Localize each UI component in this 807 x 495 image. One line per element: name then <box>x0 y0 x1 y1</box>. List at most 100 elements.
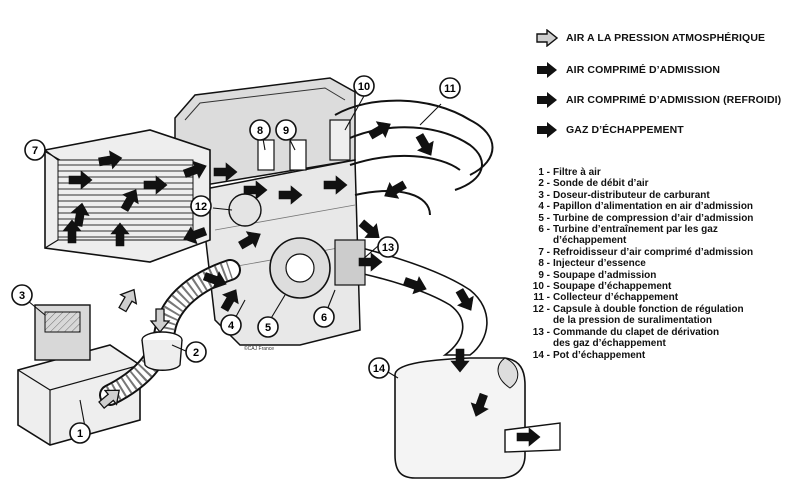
part-label: Injecteur d’essence <box>553 258 646 270</box>
solid-arrow-icon <box>98 150 123 170</box>
part-item: 14 -Pot d’échappement <box>528 350 803 361</box>
solid-arrow-icon <box>110 222 130 247</box>
callout-12: 12 <box>190 195 212 217</box>
solid-arrow-icon <box>358 252 383 272</box>
callout-6: 6 <box>313 306 335 328</box>
turbocharger <box>228 193 366 299</box>
part-number: 7 - <box>538 246 550 258</box>
part-label: Papillon d’alimentation en air d’admissi… <box>553 201 754 213</box>
part-item: 5 -Turbine de compression d’air d’admiss… <box>528 213 803 224</box>
legend-label: AIR COMPRIMÉ D’ADMISSION <box>566 64 721 76</box>
callout-number: 11 <box>444 83 456 95</box>
hollow-arrow-icon <box>536 29 558 47</box>
callout-number: 5 <box>265 322 271 334</box>
callout-number: 12 <box>195 201 207 213</box>
air-flow-meter <box>141 331 183 371</box>
solid-arrow-icon <box>455 288 474 311</box>
hollow-arrow-icon <box>149 308 171 334</box>
part-label: Collecteur d’échappement <box>553 292 679 304</box>
solid-arrow-icon <box>415 133 434 156</box>
hollow-arrow-icon <box>98 389 120 410</box>
solid-arrow-icon <box>516 427 541 447</box>
callout-14: 14 <box>368 357 390 379</box>
part-label: Turbine de compression d’air d’admission <box>553 212 754 224</box>
solid-arrow-icon <box>323 175 348 195</box>
part-label: Sonde de débit d’air <box>553 178 649 190</box>
credit: ©CAJ France <box>244 346 275 352</box>
solid-arrow-icon <box>278 185 303 205</box>
intake-hose <box>99 259 241 406</box>
part-item: 6 -Turbine d’entraînement par les gaz d’… <box>528 224 803 247</box>
callout-10: 10 <box>353 75 375 97</box>
callout-9: 9 <box>275 119 297 141</box>
exhaust-manifold <box>334 99 494 216</box>
solid-arrow-icon <box>238 231 261 250</box>
part-number: 9 - <box>538 269 550 281</box>
hollow-arrow-icon <box>118 288 138 313</box>
solid-arrow-icon <box>183 226 208 245</box>
callout-number: 2 <box>193 347 199 359</box>
solid-arrow-icon <box>70 202 90 227</box>
part-label: Capsule à double fonction de régulation … <box>553 303 744 327</box>
legend-label: AIR A LA PRESSION ATMOSPHÉRIQUE <box>566 32 766 44</box>
solid-arrow-icon <box>402 276 427 295</box>
callout-8: 8 <box>249 119 271 141</box>
part-number: 5 - <box>538 212 550 224</box>
solid-arrow-icon <box>537 92 557 108</box>
part-label: Doseur-distributeur de carburant <box>553 189 710 201</box>
solid-arrow-icon <box>537 122 557 138</box>
part-number: 6 - <box>538 224 550 236</box>
part-item: 1 -Filtre à air <box>528 167 803 178</box>
solid-arrow-icon <box>182 160 207 179</box>
solid-arrow-icon <box>62 219 82 244</box>
part-label: Turbine d’entraînement par les gaz d’éch… <box>553 224 718 247</box>
callout-number: 8 <box>257 125 263 137</box>
solid-arrow-icon <box>384 180 407 199</box>
part-number: 3 - <box>538 189 550 201</box>
solid-arrow-icon <box>202 271 227 290</box>
part-number: 14 - <box>532 349 550 361</box>
part-item: 7 -Refroidisseur d’air comprimé d’admiss… <box>528 247 803 258</box>
callout-7: 7 <box>24 139 46 161</box>
legend-label: AIR COMPRIMÉ D’ADMISSION (REFROIDI) <box>566 94 782 106</box>
part-number: 11 - <box>533 292 550 304</box>
callout-11: 11 <box>439 77 461 99</box>
part-label: Soupape d’échappement <box>553 281 672 293</box>
callout-4: 4 <box>220 314 242 336</box>
legend-item-compressed-cooled: AIR COMPRIMÉ D’ADMISSION (REFROIDI) <box>536 91 781 109</box>
callout-number: 1 <box>77 428 83 440</box>
part-label: Pot d’échappement <box>553 349 646 361</box>
part-item: 9 -Soupape d’admission <box>528 270 803 281</box>
part-label: Soupape d’admission <box>553 269 657 281</box>
solid-arrow-icon <box>213 162 238 182</box>
part-number: 4 - <box>538 201 550 213</box>
callout-number: 10 <box>358 81 370 93</box>
solid-arrow-icon <box>68 170 93 190</box>
solid-arrow-icon <box>537 62 557 78</box>
part-item: 3 -Doseur-distributeur de carburant <box>528 190 803 201</box>
part-item: 8 -Injecteur d’essence <box>528 258 803 269</box>
callout-number: 6 <box>321 312 327 324</box>
solid-arrow-icon <box>450 348 470 373</box>
callout-number: 4 <box>228 320 235 332</box>
part-number: 8 - <box>538 258 550 270</box>
callout-number: 3 <box>19 290 25 302</box>
callout-number: 9 <box>283 125 289 137</box>
callout-number: 13 <box>382 242 394 254</box>
part-item: 11 -Collecteur d’échappement <box>528 292 803 303</box>
part-item: 4 -Papillon d’alimentation en air d’admi… <box>528 201 803 212</box>
part-item: 2 -Sonde de débit d’air <box>528 178 803 189</box>
callout-number: 7 <box>32 145 38 157</box>
legend-item-exhaust: GAZ D’ÉCHAPPEMENT <box>536 121 684 139</box>
legend-label: GAZ D’ÉCHAPPEMENT <box>566 124 684 136</box>
callout-number: 14 <box>373 363 386 375</box>
part-item: 12 -Capsule à double fonction de régulat… <box>528 304 803 327</box>
flow-arrows <box>62 121 541 447</box>
callout-3: 3 <box>11 284 33 306</box>
callout-1: 1 <box>69 422 91 444</box>
callout-5: 5 <box>257 316 279 338</box>
part-number: 1 - <box>538 167 550 178</box>
